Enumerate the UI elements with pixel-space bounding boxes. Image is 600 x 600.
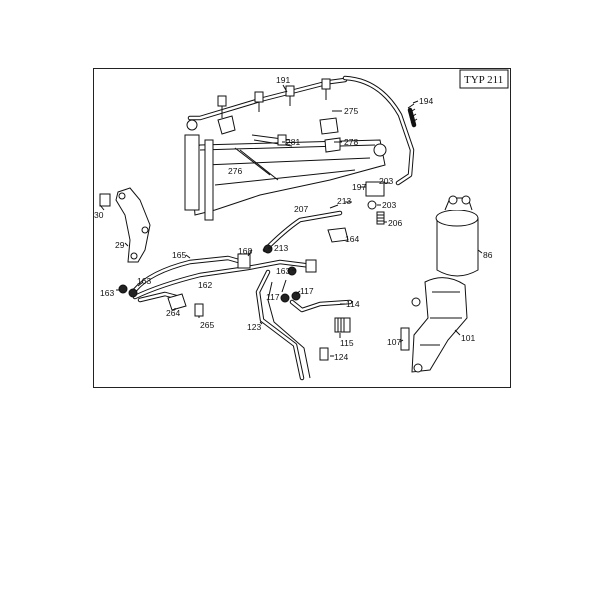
bolt-124 [319, 347, 329, 361]
callout-107: 107 [387, 337, 401, 347]
callout-203-bottom: 203 [382, 200, 396, 210]
clip-264 [167, 293, 187, 311]
callout-30: 30 [94, 210, 104, 220]
callout-117-right: 117 [300, 286, 314, 296]
callout-194: 194 [419, 96, 433, 106]
callout-275: 275 [344, 106, 358, 116]
callout-114: 114 [346, 299, 360, 309]
leader-lines [99, 84, 483, 357]
callout-264: 264 [166, 308, 180, 318]
type-badge-text: TYP 211 [464, 74, 503, 86]
connectors-197-203 [365, 181, 385, 225]
bracket-29 [115, 187, 151, 263]
callout-86: 86 [483, 250, 493, 260]
callout-265: 265 [200, 320, 214, 330]
callout-281: 281 [286, 137, 300, 147]
bolt-265 [194, 303, 204, 317]
fuel-filter [435, 195, 479, 277]
callout-278: 278 [344, 137, 358, 147]
callout-163-left: 163 [100, 288, 114, 298]
hose-114 [280, 291, 353, 313]
callout-117-left: 117 [266, 292, 280, 302]
callout-165: 165 [172, 250, 186, 260]
line-123 [255, 269, 311, 381]
hose-194 [407, 107, 417, 128]
callout-163-mid: 163 [276, 266, 290, 276]
bolt-30 [99, 193, 111, 207]
callout-29: 29 [115, 240, 125, 250]
callout-197: 197 [352, 182, 366, 192]
bolt-107 [400, 327, 410, 351]
clip-164 [327, 227, 349, 243]
callout-124: 124 [334, 352, 348, 362]
callout-203-top: 203 [379, 176, 393, 186]
callout-115: 115 [340, 338, 354, 348]
callout-101: 101 [461, 333, 475, 343]
type-badge: TYP 211 [459, 69, 509, 89]
callout-276: 276 [228, 166, 242, 176]
callout-213-top: 213 [337, 196, 351, 206]
callout-163-upper: 163 [137, 276, 151, 286]
callout-labels: 191 194 275 281 278 276 197 203 203 206 … [94, 75, 493, 362]
fuel-rail [184, 75, 415, 221]
callout-191: 191 [276, 75, 290, 85]
callout-206: 206 [388, 218, 402, 228]
callout-123: 123 [247, 322, 261, 332]
bracket-101 [411, 277, 468, 373]
callout-213-mid: 213 [274, 243, 288, 253]
clip-115 [334, 317, 351, 333]
callout-207: 207 [294, 204, 308, 214]
callout-162: 162 [198, 280, 212, 290]
callout-164: 164 [345, 234, 359, 244]
callout-168: 168 [238, 246, 252, 256]
